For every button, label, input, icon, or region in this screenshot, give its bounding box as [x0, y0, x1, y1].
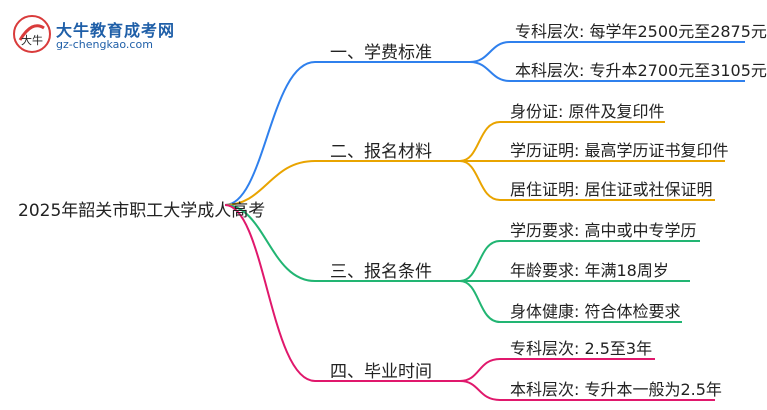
branch-tuition: 一、学费标准 [330, 43, 432, 63]
root-to-branch-1 [224, 61, 470, 206]
leaf-requirements-age: 年龄要求: 年满18周岁 [510, 261, 669, 280]
branch-1-to-leaf-1 [469, 41, 745, 63]
svg-text:大牛: 大牛 [21, 33, 43, 47]
root-to-branch-2 [224, 160, 460, 206]
logo-site-name: 大牛教育成考网 [56, 21, 176, 40]
leaf-materials-residence: 居住证明: 居住证或社保证明 [510, 180, 713, 199]
leaf-tuition-bachelor: 本科层次: 专升本2700元至3105元 [515, 61, 767, 80]
connector-lines [224, 41, 745, 401]
root-node: 2025年韶关市职工大学成人高考 [18, 201, 266, 221]
leaf-graduation-junior: 专科层次: 2.5至3年 [510, 339, 653, 358]
leaf-materials-diploma: 学历证明: 最高学历证书复印件 [510, 141, 729, 160]
branch-graduation: 四、毕业时间 [330, 362, 432, 382]
branch-3-to-leaf-1 [459, 240, 700, 282]
branch-1-to-leaf-2 [469, 61, 745, 82]
branch-materials: 二、报名材料 [330, 142, 432, 162]
logo-mark-icon: 大牛 [13, 15, 51, 53]
leaf-requirements-education: 学历要求: 高中或中专学历 [510, 221, 697, 240]
mindmap: 大牛 大牛教育成考网 gz-chengkao.com 2025年韶关市职工大学成… [12, 14, 767, 401]
leaf-materials-id: 身份证: 原件及复印件 [510, 102, 665, 121]
branch-4-to-leaf-1 [459, 358, 655, 382]
leaf-graduation-bachelor: 本科层次: 专升本一般为2.5年 [510, 380, 722, 399]
branch-requirements: 三、报名条件 [330, 262, 432, 282]
logo-site-url: gz-chengkao.com [56, 38, 153, 51]
leaf-tuition-junior: 专科层次: 每学年2500元至2875元 [515, 22, 767, 41]
branch-3-to-leaf-3 [459, 280, 682, 323]
site-logo[interactable]: 大牛 大牛教育成考网 gz-chengkao.com [12, 14, 182, 54]
root-to-branch-4 [224, 204, 460, 382]
branch-2-to-leaf-3 [459, 160, 715, 201]
root-to-branch-3 [224, 204, 460, 282]
branch-4-to-leaf-2 [459, 380, 715, 401]
leaf-requirements-health: 身体健康: 符合体检要求 [510, 302, 681, 321]
branch-2-to-leaf-1 [459, 121, 665, 162]
